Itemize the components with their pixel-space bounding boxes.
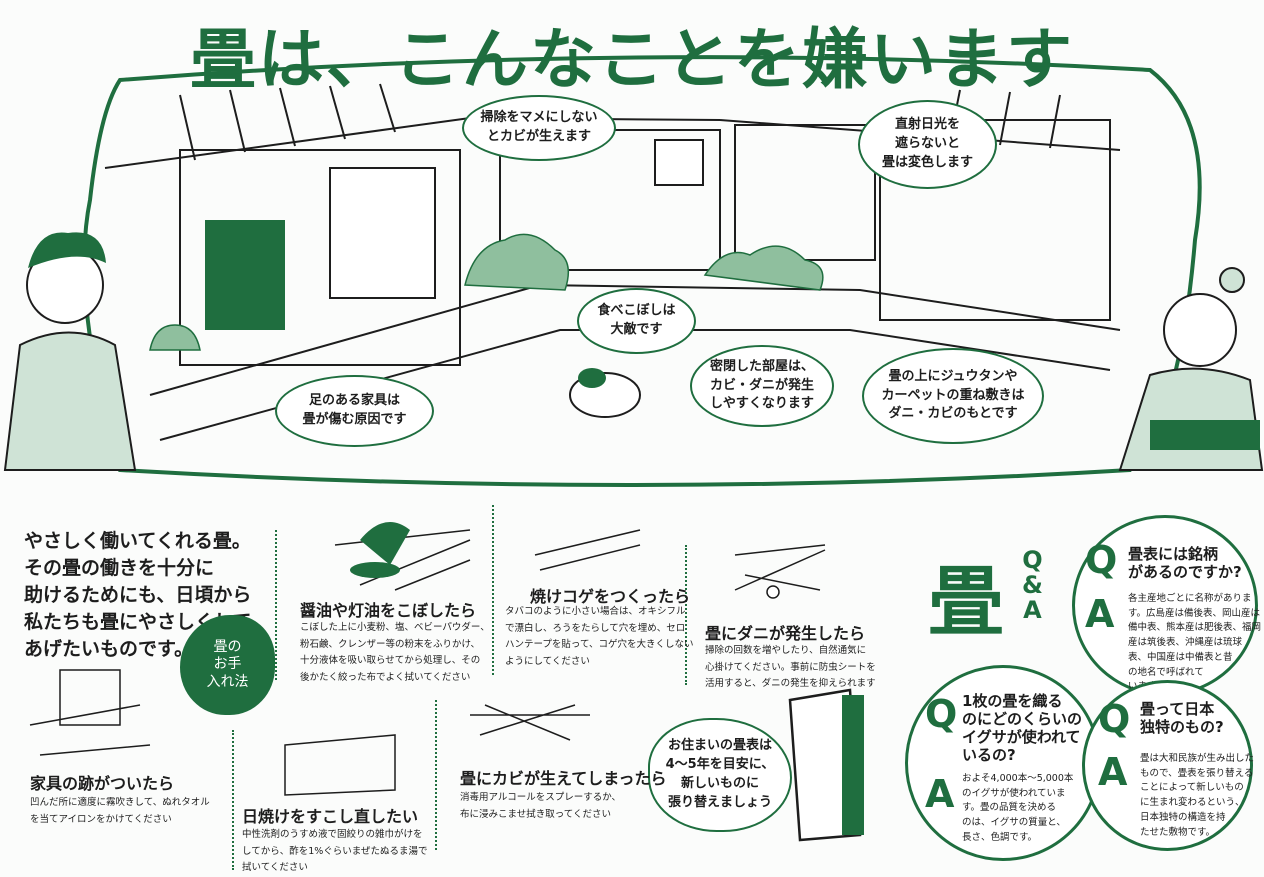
divider [435, 700, 437, 850]
divider [685, 545, 687, 685]
bubble-replace: お住まいの畳表は 4〜5年を目安に、 新しいものに 張り替えましょう [648, 718, 792, 832]
bubble-sunlight: 直射日光を 遮らないと 畳は変色します [858, 100, 997, 189]
a-letter: A [1085, 592, 1115, 636]
answer: 畳は大和民族が生み出した もので、畳表を張り替える ことによって新しいもの に生… [1140, 753, 1255, 838]
divider [492, 505, 494, 675]
a-letter: A [925, 772, 955, 816]
tip-title: 日焼けをすこし直したい [242, 807, 419, 826]
tip-body: こぼした上に小麦粉、塩、ベビーパウダー、 粉石鹸、クレンザー等の粉末をふりかけ、… [300, 622, 490, 683]
tip-title: 焼けコゲをつくったら [530, 587, 691, 606]
tip-title: 家具の跡がついたら [30, 774, 175, 793]
bubble-sealed: 密閉した部屋は、 カビ・ダニが発生 しやすくなります [690, 345, 834, 427]
q-letter: Q [1085, 538, 1118, 582]
bubble-cleaning: 掃除をマメにしない とカビが生えます [462, 95, 616, 161]
intro-text: やさしく働いてくれる畳。 その畳の働きを十分に 助けるためにも、日頃から 私たち… [24, 530, 252, 660]
tip-body: 中性洗剤のうすめ液で固絞りの雑巾がけを してから、酢を1%ぐらいまぜたぬるま湯で… [242, 829, 428, 874]
q-letter: Q [1098, 697, 1131, 741]
tip-body: タバコのように小さい場合は、オキシフル で漂白し、ろうをたらして穴を埋め、セロ … [505, 606, 694, 667]
divider [232, 730, 234, 870]
question: 畳表には銘柄 があるのですか? [1128, 545, 1242, 581]
tip-body: 掃除の回数を増やしたり、自然通気に 心掛けてください。事前に防虫シートを 活用す… [705, 645, 876, 690]
qa-logo: 畳 [928, 557, 1004, 646]
question: 畳って日本 独特のもの? [1140, 700, 1224, 736]
q-letter: Q [925, 692, 958, 736]
a-letter: A [1098, 750, 1128, 794]
bubble-food: 食べこぼしは 大敵です [577, 288, 696, 354]
answer: およそ4,000本〜5,000本 のイグサが使われていま す。畳の品質を決める … [962, 773, 1074, 843]
divider [275, 530, 277, 680]
tip-title: 畳にカビが生えてしまったら [460, 769, 667, 788]
care-badge: 畳の お手 入れ法 [180, 615, 275, 715]
question: 1枚の畳を織る のにどのくらいの イグサが使われて いるの? [962, 692, 1083, 764]
qa-subtitle: Q & A [1022, 546, 1043, 625]
tip-body: 消毒用アルコールをスプレーするか、 布に浸みこませ拭き取ってください [460, 792, 622, 820]
qa-item [1082, 680, 1253, 851]
tip-body: 凹んだ所に適度に霧吹きして、ぬれタオル を当てアイロンをかけてください [30, 797, 210, 825]
bubble-carpet: 畳の上にジュウタンや カーペットの重ね敷きは ダニ・カビのもとです [862, 348, 1044, 444]
tip-title: 畳にダニが発生したら [705, 624, 866, 643]
tip-title: 醤油や灯油をこぼしたら [300, 601, 477, 620]
bubble-furniture: 足のある家具は 畳が傷む原因です [275, 375, 434, 447]
answer: 各主産地ごとに名称がありま す。広島産は備後表、岡山産は 備中表、熊本産は肥後表… [1128, 593, 1262, 692]
